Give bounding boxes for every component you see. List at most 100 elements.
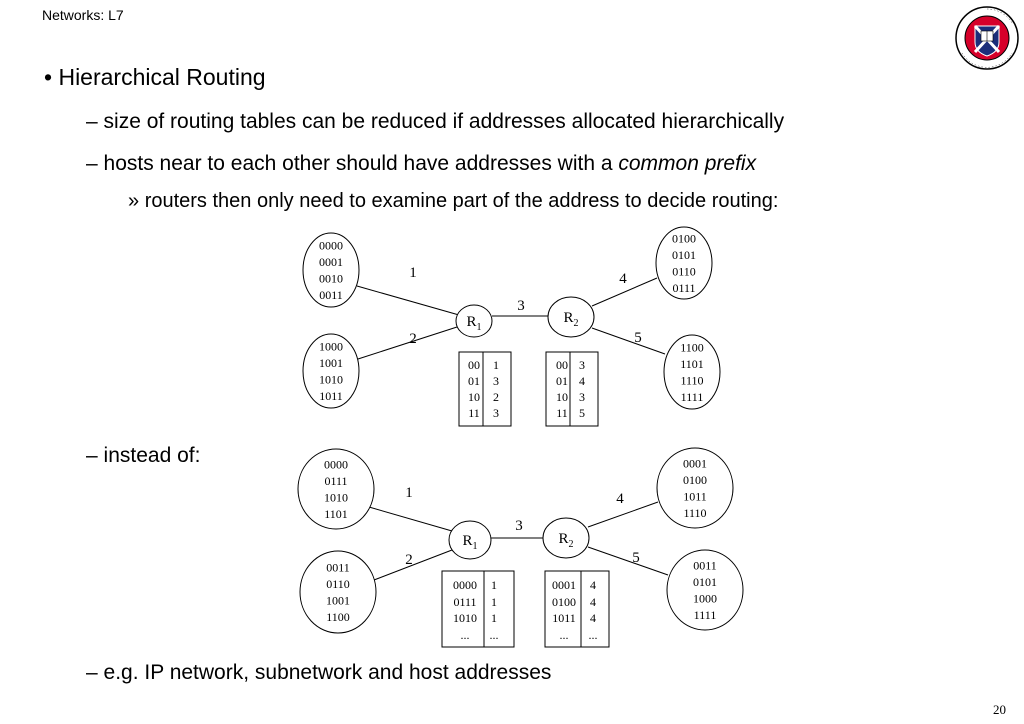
link-label-2: 2 [405,552,413,568]
sub-bullet-text: instead of: [103,444,201,467]
link-line-1 [356,285,460,316]
table-port-cell: 2 [493,390,499,404]
router-r1 [455,304,493,338]
table-port-cell: ... [589,628,598,642]
dash-marker: – [86,110,98,133]
sub-bullet-table-size: – size of routing tables can be reduced … [86,110,784,134]
link-label-5: 5 [634,330,642,346]
link-label-1: 1 [405,485,413,501]
university-crest-logo [955,6,1019,70]
sub-bullet-ip-example: – e.g. IP network, subnetwork and host a… [86,661,551,685]
host-address: 1011 [319,389,343,403]
host-address: 1111 [681,390,704,404]
link-label-1: 1 [409,265,417,281]
link-label-4: 4 [616,491,624,507]
table-port-cell: 4 [579,374,585,388]
link-label-3: 3 [515,518,523,534]
host-address: 1011 [683,489,707,503]
network-bottom-right [666,549,744,631]
table-port-cell: 1 [491,595,497,609]
sub-bullet-instead-of: – instead of: [86,444,200,468]
table-port-cell: 3 [579,358,585,372]
host-address: 1000 [693,591,717,605]
host-address: 1100 [326,610,350,624]
host-address: 1001 [326,593,350,607]
host-address: 0110 [672,264,696,278]
network-bottom-left [299,550,377,634]
link-line-5 [591,327,666,355]
network-bottom-left [302,333,360,409]
table-prefix-cell: 1010 [453,611,477,625]
host-address: 1000 [319,339,343,353]
bullet-dot: • [44,64,53,90]
host-address: 1111 [694,608,717,622]
host-address: 0101 [672,248,696,262]
table-prefix-cell: 10 [468,390,480,404]
link-line-4 [591,277,658,307]
table-prefix-cell: 0100 [552,595,576,609]
link-line-2 [373,549,453,581]
dash-marker: – [86,152,98,175]
link-label-2: 2 [409,331,417,347]
network-top-right [656,447,734,529]
link-line-4 [587,501,659,528]
host-address: 0001 [683,456,707,470]
link-label-3: 3 [517,298,525,314]
host-address: 0100 [683,473,707,487]
routing-table-r1 [458,351,512,427]
table-prefix-cell: 1011 [552,611,576,625]
link-line-5 [587,546,669,576]
host-address: 0101 [693,575,717,589]
table-port-cell: 3 [579,390,585,404]
table-prefix-cell: 01 [556,374,568,388]
network-top-left [297,448,375,530]
table-port-cell: 4 [590,578,596,592]
sub-bullet-text: e.g. IP network, subnetwork and host add… [103,661,552,684]
host-address: 1010 [324,490,348,504]
routing-table-r1 [441,570,515,648]
chevron-marker: » [128,190,140,212]
network-bottom-right [663,334,721,410]
table-port-cell: 4 [590,595,596,609]
sub-bullet-text: hosts near to each other should have add… [103,152,619,175]
router-r1 [448,520,492,560]
host-address: 1001 [319,356,343,370]
table-prefix-cell: 00 [468,358,480,372]
routing-table-r2 [544,570,610,648]
host-address: 0100 [672,231,696,245]
host-address: 1100 [680,340,704,354]
host-address: 1101 [324,507,348,521]
dash-marker: – [86,444,98,467]
table-prefix-cell: 11 [468,406,480,420]
link-line-1 [368,506,453,532]
emphasis-text: common prefix [618,152,757,175]
link-line-2 [357,326,458,360]
table-port-cell: 5 [579,406,585,420]
bullet-main-text: Hierarchical Routing [58,64,266,90]
bullet-hierarchical-routing: • Hierarchical Routing [44,64,266,91]
table-port-cell: 1 [491,578,497,592]
host-address: 0001 [319,255,343,269]
table-prefix-cell: 10 [556,390,568,404]
host-address: 0110 [326,577,350,591]
link-label-4: 4 [619,271,627,287]
table-prefix-cell: ... [461,628,470,642]
table-prefix-cell: 0001 [552,578,576,592]
host-address: 0011 [319,288,343,302]
table-port-cell: 3 [493,406,499,420]
host-address: 0111 [672,281,695,295]
host-address: 0111 [324,474,347,488]
routing-table-r2 [545,351,599,427]
host-address: 0011 [693,558,717,572]
table-prefix-cell: ... [560,628,569,642]
table-port-cell: 1 [493,358,499,372]
table-prefix-cell: 01 [468,374,480,388]
dash-marker: – [86,661,98,684]
host-address: 0011 [326,560,350,574]
host-address: 1110 [683,506,706,520]
table-prefix-cell: 00 [556,358,568,372]
page-number: 20 [993,702,1006,717]
sub-sub-bullet-routers: » routers then only need to examine part… [128,190,778,213]
table-port-cell: 1 [491,611,497,625]
